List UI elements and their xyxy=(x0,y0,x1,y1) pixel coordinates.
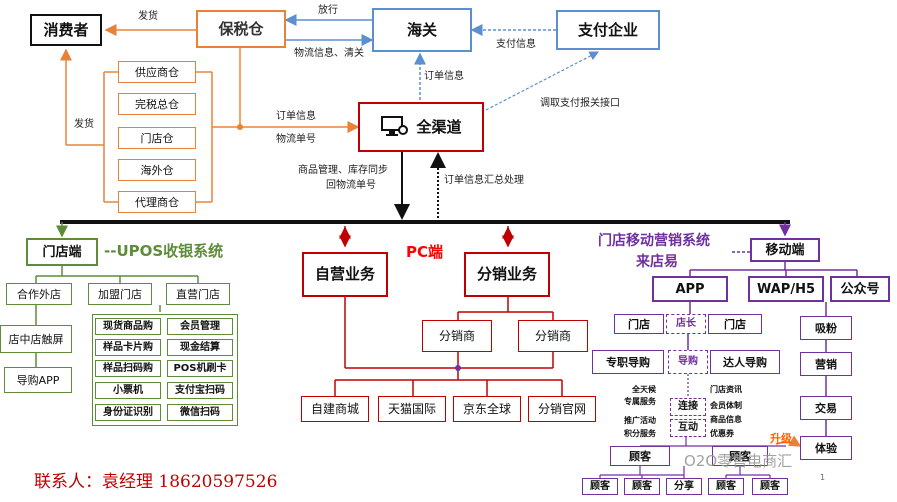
store-node-b: 门店 xyxy=(708,314,762,334)
store-end-node: 门店端 xyxy=(26,238,98,266)
customer-node-6: 顾客 xyxy=(752,478,788,495)
pos-feature: 微信扫码 xyxy=(167,404,233,421)
release-label: 放行 xyxy=(318,5,338,16)
customs-node: 海关 xyxy=(372,8,472,52)
mobile-feature: 专属服务 xyxy=(624,397,656,406)
order-summary-label: 订单信息汇总处理 xyxy=(444,175,524,186)
payment-company-node: 支付企业 xyxy=(556,10,660,50)
cooperative-store: 合作外店 xyxy=(6,283,72,305)
pos-feature: 支付宝扫码 xyxy=(167,382,233,399)
mobile-feature: 门店资讯 xyxy=(710,385,742,394)
trade-node: 交易 xyxy=(800,396,852,420)
customer-node-5: 顾客 xyxy=(708,478,744,495)
upos-title: --UPOS收银系统 xyxy=(104,242,224,260)
wap-h5-node: WAP/H5 xyxy=(748,276,824,302)
return-logistics-label: 回物流单号 xyxy=(326,180,376,191)
pos-feature: 现金结算 xyxy=(167,339,233,356)
distribution-business: 分销业务 xyxy=(464,252,550,297)
attract-fans-node: 吸粉 xyxy=(800,316,852,340)
shop-in-shop-touchscreen: 店中店触屏 xyxy=(0,325,72,353)
duty-paid-warehouse: 完税总仓 xyxy=(118,93,196,115)
pos-feature: POS机刷卡 xyxy=(167,360,233,377)
customer-node-1: 顾客 xyxy=(610,446,670,466)
mobile-feature: 积分服务 xyxy=(624,429,656,438)
bonded-warehouse-node: 保税仓 xyxy=(196,10,286,48)
official-account-node: 公众号 xyxy=(830,276,890,302)
consumer-node: 消费者 xyxy=(30,14,102,46)
omni-channel-node: 全渠道 xyxy=(358,102,484,152)
share-node: 分享 xyxy=(666,478,702,495)
store-node-a: 门店 xyxy=(614,314,664,334)
jd-global: 京东全球 xyxy=(453,396,521,422)
store-manager-node: 店长 xyxy=(666,314,706,334)
connect-node: 连接 xyxy=(670,398,706,416)
marketing-node: 营销 xyxy=(800,352,852,376)
distributor-node-1: 分销商 xyxy=(422,320,492,352)
self-operated-business: 自营业务 xyxy=(302,252,388,297)
pc-end-title: PC端 xyxy=(406,243,444,261)
mobile-feature: 全天候 xyxy=(632,385,656,394)
goods-management-label: 商品管理、库存同步 xyxy=(298,165,388,176)
page-number: 1 xyxy=(820,473,826,482)
pos-feature: 样品卡片购 xyxy=(95,339,161,356)
guide-app: 导购APP xyxy=(4,367,72,393)
computer-gear-icon xyxy=(380,115,409,140)
app-node: APP xyxy=(652,276,728,302)
distributor-node-2: 分销商 xyxy=(518,320,588,352)
upgrade-label: 升级 xyxy=(770,432,792,445)
customer-node-4: 顾客 xyxy=(624,478,660,495)
distribution-official-site: 分销官网 xyxy=(528,396,596,422)
tmall-global: 天猫国际 xyxy=(378,396,446,422)
ship-label-top: 发货 xyxy=(138,11,158,22)
mobile-feature: 会员体制 xyxy=(710,401,742,410)
franchise-store: 加盟门店 xyxy=(88,283,152,305)
pos-feature: 小票机 xyxy=(95,382,161,399)
laidianyi-title: 来店易 xyxy=(636,254,678,270)
order-info-customs-label: 订单信息 xyxy=(424,71,464,82)
direct-store: 直营门店 xyxy=(166,283,230,305)
agent-warehouse: 代理商仓 xyxy=(118,191,196,213)
supplier-warehouse: 供应商仓 xyxy=(118,61,196,83)
mobile-feature: 推广活动 xyxy=(624,416,656,425)
omni-channel-label: 全渠道 xyxy=(416,117,462,136)
mobile-feature: 优惠券 xyxy=(710,429,734,438)
interact-node: 互动 xyxy=(670,419,706,437)
pos-feature: 身份证识别 xyxy=(95,404,161,421)
overseas-warehouse: 海外仓 xyxy=(118,159,196,181)
pos-feature: 样品扫码购 xyxy=(95,360,161,377)
store-warehouse: 门店仓 xyxy=(118,127,196,149)
logistics-number-label: 物流单号 xyxy=(276,134,316,145)
expert-guide-node: 达人导购 xyxy=(710,350,780,374)
customer-node-3: 顾客 xyxy=(582,478,618,495)
guide-node: 导购 xyxy=(668,350,708,374)
order-info-label: 订单信息 xyxy=(276,111,316,122)
fulltime-guide-node: 专职导购 xyxy=(592,350,664,374)
experience-node: 体验 xyxy=(800,436,852,460)
ship-label-left: 发货 xyxy=(74,119,94,130)
mobile-marketing-title: 门店移动营销系统 xyxy=(598,233,710,249)
payment-info-label: 支付信息 xyxy=(496,39,536,50)
customer-node-2: 顾客 xyxy=(712,446,768,466)
mobile-end-node: 移动端 xyxy=(750,238,820,262)
pos-feature: 现货商品购 xyxy=(95,318,161,335)
contact-info: 联系人：袁经理 18620597526 xyxy=(34,472,278,492)
watermark-text: O2O零售电商汇 xyxy=(684,452,793,470)
own-mall: 自建商城 xyxy=(301,396,369,422)
logistics-clearance-label: 物流信息、清关 xyxy=(294,48,364,59)
payment-api-label: 调取支付报关接口 xyxy=(540,98,620,109)
pos-feature: 会员管理 xyxy=(167,318,233,335)
mobile-feature: 商品信息 xyxy=(710,415,742,424)
